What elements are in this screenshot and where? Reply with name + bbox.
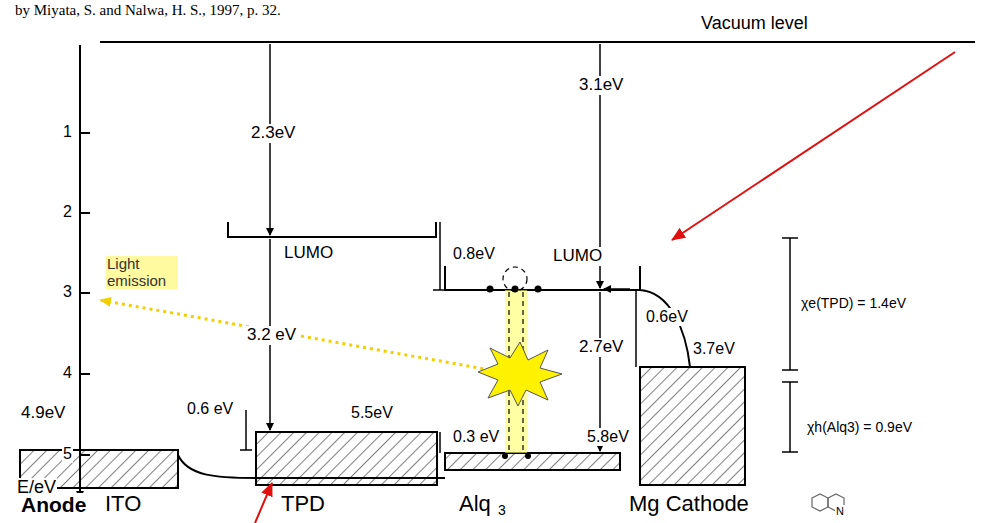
atom-symbol: N [835, 505, 845, 517]
level-arrows [240, 44, 636, 453]
energy-axis [80, 45, 90, 498]
energy-value: 2.3eV [250, 124, 296, 143]
energy-value: 0.8eV [452, 245, 496, 263]
level-name: LUMO [283, 244, 334, 263]
anode-bending-curve [178, 455, 445, 478]
energy-value: 5.8eV [586, 428, 630, 446]
energy-value: 4.9eV [20, 404, 66, 423]
vacuum-label: Vacuum level [700, 14, 809, 34]
energy-value: 3.2 eV [246, 326, 297, 345]
emission-label: Light emission [106, 256, 178, 289]
source-caption: by Miyata, S. and Nalwa, H. S., 1997, p.… [14, 2, 282, 19]
layer-name: TPD [280, 492, 326, 516]
callout-arrow [672, 52, 955, 240]
alq3-homo-band [445, 453, 620, 470]
axis-tick: 3 [62, 283, 73, 301]
axis-tick: 4 [62, 364, 73, 382]
layer-name: Mg Cathode [628, 492, 750, 516]
barrier-brackets [782, 238, 798, 452]
electrode-name: Anode [20, 493, 87, 516]
level-name: LUMO [552, 247, 603, 266]
energy-value: 0.6 eV [186, 400, 234, 418]
energy-value: 0.6eV [645, 308, 689, 326]
cathode-bending-curve [640, 290, 690, 367]
barrier-label: χe(TPD) = 1.4eV [800, 296, 907, 311]
tpd-lumo [228, 222, 436, 237]
energy-value: 2.7eV [578, 338, 624, 357]
axis-tick: 1 [62, 123, 73, 141]
emission-burst [478, 342, 562, 406]
layer-name: Alq [458, 492, 492, 516]
energy-value: 5.5eV [350, 404, 394, 422]
vacuum-line [100, 41, 975, 43]
energy-value: 0.3 eV [452, 428, 500, 446]
mg-band [640, 367, 745, 485]
subscript: 3 [497, 503, 507, 518]
emission-arrow [100, 300, 490, 370]
axis-tick: 2 [62, 203, 73, 221]
alq3-lumo [445, 266, 640, 290]
callout-arrow [255, 483, 272, 523]
energy-value: 3.1eV [578, 76, 624, 95]
axis-tick: 5 [62, 445, 73, 463]
layer-name: ITO [104, 492, 142, 516]
energy-value: 3.7eV [692, 340, 736, 358]
barrier-label: χh(Alq3) = 0.9eV [806, 420, 913, 435]
